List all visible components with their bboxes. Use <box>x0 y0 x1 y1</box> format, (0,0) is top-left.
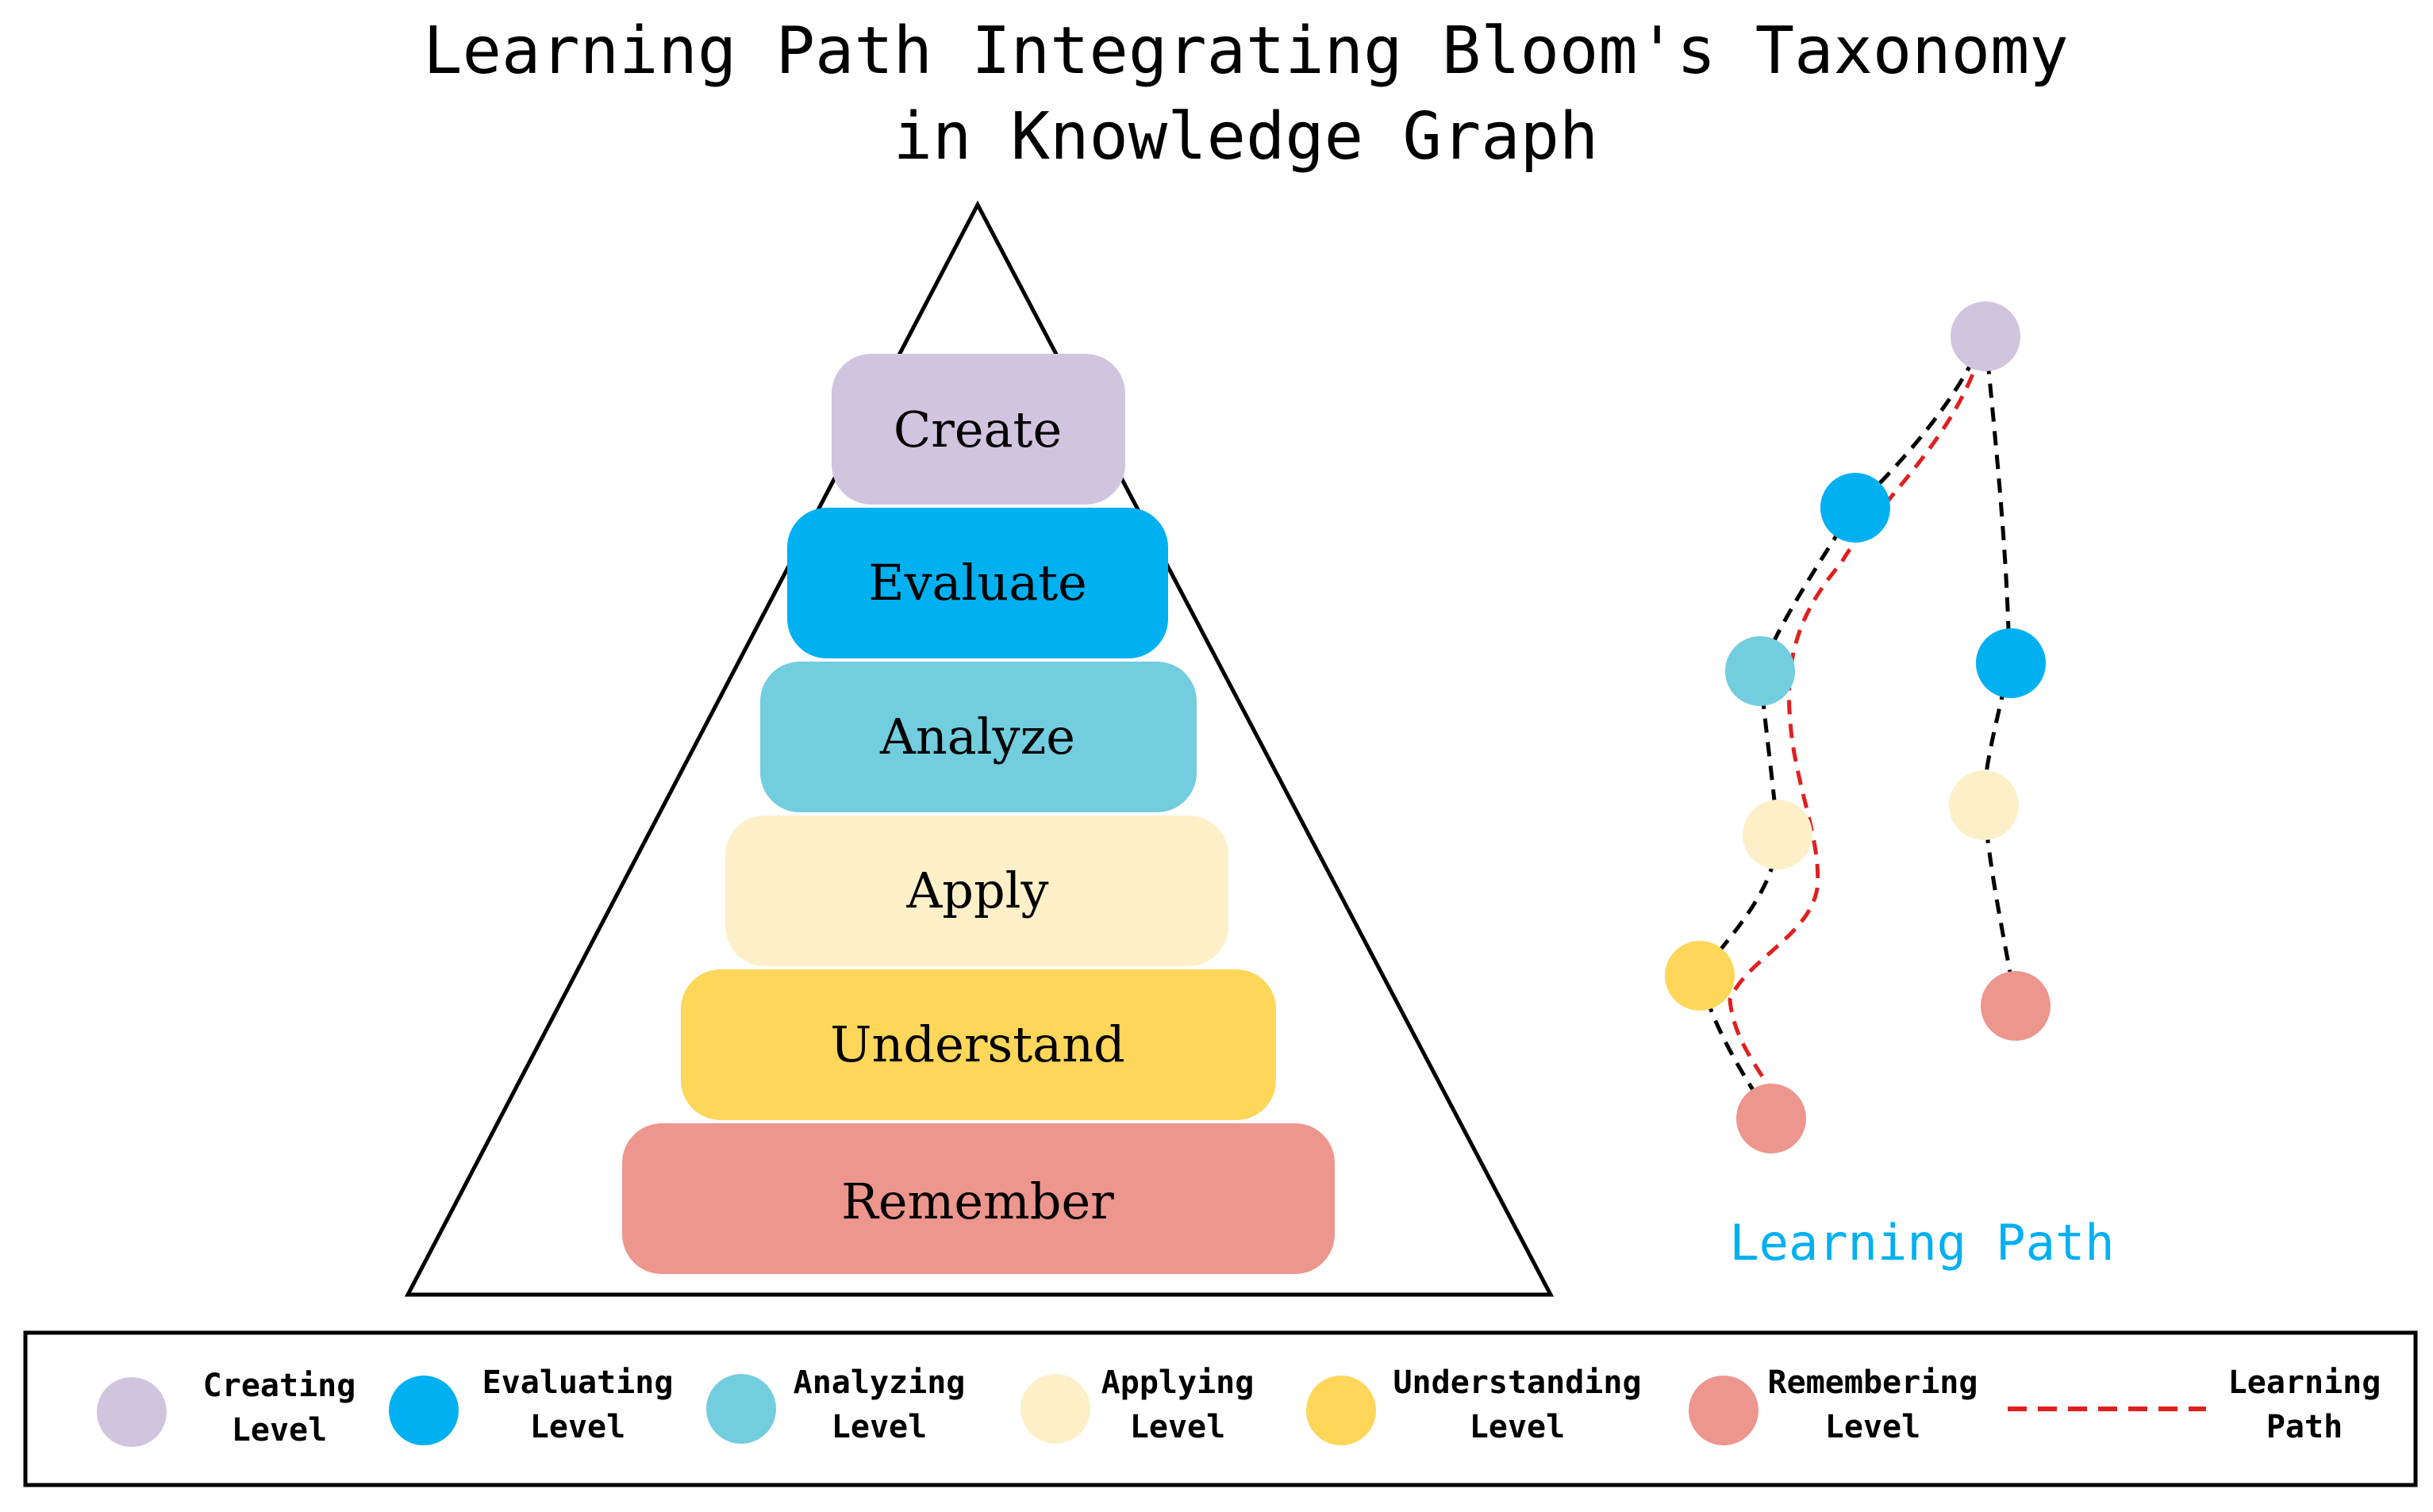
legend-item-understanding: Understanding Level <box>1306 1364 1642 1445</box>
pyramid-label-understand: Understand <box>830 1015 1125 1073</box>
node-evaluating <box>1976 628 2046 698</box>
legend-label-evaluating: Evaluating <box>482 1364 674 1401</box>
legend-label-evaluating-level: Level <box>530 1409 625 1445</box>
pyramid-block-analyze <box>760 662 1197 812</box>
pyramid-label-evaluate: Evaluate <box>868 554 1087 612</box>
pyramid-block-understand <box>681 969 1276 1120</box>
legend-item-evaluating: Evaluating Level <box>389 1364 673 1445</box>
pyramid-label-apply: Apply <box>905 862 1048 919</box>
legend-box <box>23 1330 2418 1487</box>
legend-label-remembering: Remembering <box>1768 1364 1978 1401</box>
node-remembering <box>1981 971 2051 1041</box>
pyramid-block-evaluate <box>787 508 1168 658</box>
pyramid-block-remember <box>622 1123 1335 1274</box>
node-applying <box>1949 770 2019 840</box>
pyramid-outline <box>404 200 1555 1297</box>
legend-label-creating: Creating <box>203 1368 356 1404</box>
legend-swatch-applying <box>1020 1374 1090 1444</box>
graph-edge <box>1697 975 1774 1120</box>
legend-label-analyzing: Analyzing <box>794 1364 966 1401</box>
pyramid-block-create <box>832 354 1125 505</box>
pyramid-label-remember: Remember <box>841 1172 1114 1230</box>
graph-edges <box>1697 336 2018 1120</box>
graph-caption: Learning Path <box>1729 1214 2114 1272</box>
legend-label-learning-path-line2: Path <box>2266 1409 2343 1445</box>
title-line-2: in Knowledge Graph <box>894 99 1599 175</box>
legend-swatch-creating <box>97 1377 167 1447</box>
pyramid-level-analyze: Analyze <box>760 662 1197 812</box>
legend-label-understanding: Understanding <box>1393 1364 1641 1401</box>
legend-item-analyzing: Analyzing Level <box>706 1364 965 1445</box>
legend-label-applying: Applying <box>1101 1364 1255 1401</box>
legend-swatch-remembering <box>1689 1376 1758 1445</box>
node-applying <box>1743 800 1812 869</box>
pyramid-level-create: Create <box>832 354 1125 505</box>
pyramid-block-apply <box>725 815 1228 966</box>
title-line-1: Learning Path Integrating Bloom's Taxono… <box>423 13 2068 89</box>
legend-item-applying: Applying Level <box>1020 1364 1254 1445</box>
legend-label-applying-level: Level <box>1130 1409 1225 1445</box>
node-evaluating <box>1820 473 1890 543</box>
legend-label-creating-level: Level <box>232 1412 327 1449</box>
legend-swatch-understanding <box>1306 1376 1376 1445</box>
legend-item-learning-path: Learning Path <box>2008 1364 2381 1445</box>
legend-item-creating: Creating Level <box>97 1368 356 1449</box>
legend-label-remembering-level: Level <box>1825 1409 1920 1445</box>
legend-label-understanding-level: Level <box>1470 1409 1565 1445</box>
legend-item-remembering: Remembering Level <box>1689 1364 1978 1445</box>
node-remembering <box>1736 1084 1806 1153</box>
pyramid-level-apply: Apply <box>725 815 1228 966</box>
pyramid-label-analyze: Analyze <box>879 708 1075 766</box>
graph-edge <box>1983 336 2012 663</box>
legend-label-analyzing-level: Level <box>832 1409 927 1445</box>
node-understanding <box>1665 941 1735 1011</box>
pyramid-label-create: Create <box>894 401 1062 459</box>
node-analyzing <box>1725 636 1795 706</box>
legend-swatch-analyzing <box>706 1374 776 1444</box>
pyramid-level-understand: Understand <box>681 969 1276 1120</box>
legend-label-learning-path: Learning <box>2228 1364 2381 1401</box>
pyramid-level-evaluate: Evaluate <box>787 508 1168 658</box>
node-creating <box>1951 301 2020 371</box>
pyramid-level-remember: Remember <box>622 1123 1335 1274</box>
legend-swatch-evaluating <box>389 1376 459 1445</box>
